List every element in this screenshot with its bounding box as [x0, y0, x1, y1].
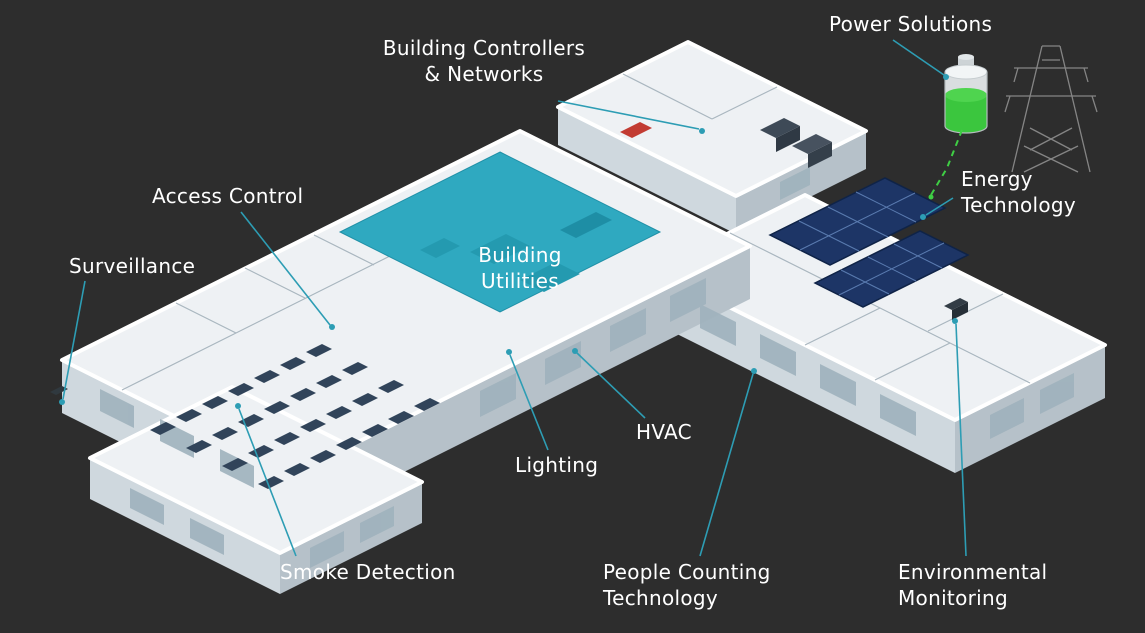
label-building-utilities[interactable]: Building Utilities — [478, 243, 562, 294]
leader-environmental-monitoring — [952, 318, 967, 557]
label-hvac[interactable]: HVAC — [636, 420, 692, 444]
leader-access-control — [240, 211, 335, 330]
leader-surveillance — [59, 280, 86, 405]
transmission-tower-icon — [1004, 45, 1098, 173]
surveillance-camera — [50, 386, 68, 395]
leader-smoke-detection — [235, 403, 297, 557]
leader-lines — [59, 39, 967, 557]
upper-wing-wall — [558, 107, 736, 234]
building-utilities-region[interactable] — [338, 151, 662, 313]
energy-flow-dashed-line — [928, 129, 963, 200]
leader-energy-technology — [920, 197, 954, 220]
label-smoke-detection[interactable]: Smoke Detection — [280, 560, 456, 584]
server-cabinets — [760, 118, 832, 168]
battery-icon — [944, 54, 988, 134]
solar-panels — [768, 177, 970, 308]
leader-people-counting — [699, 368, 757, 557]
leader-lighting — [506, 349, 549, 451]
label-surveillance[interactable]: Surveillance — [69, 254, 196, 278]
environmental-sensor — [944, 298, 968, 320]
label-people-counting[interactable]: People Counting Technology — [603, 560, 771, 611]
label-access-control[interactable]: Access Control — [152, 184, 304, 208]
label-energy-technology[interactable]: Energy Technology — [961, 167, 1077, 218]
fire-panel — [620, 122, 652, 138]
label-power-solutions[interactable]: Power Solutions — [829, 12, 993, 36]
label-environmental-monitoring[interactable]: Environmental Monitoring — [898, 560, 1048, 611]
leader-hvac — [572, 348, 646, 419]
label-lighting[interactable]: Lighting — [515, 453, 599, 477]
windows — [100, 167, 1074, 568]
label-building-controllers[interactable]: Building Controllers & Networks — [382, 36, 586, 87]
leader-building-controllers — [557, 100, 705, 134]
building-model — [50, 40, 1107, 594]
leader-power-solutions — [892, 39, 949, 80]
